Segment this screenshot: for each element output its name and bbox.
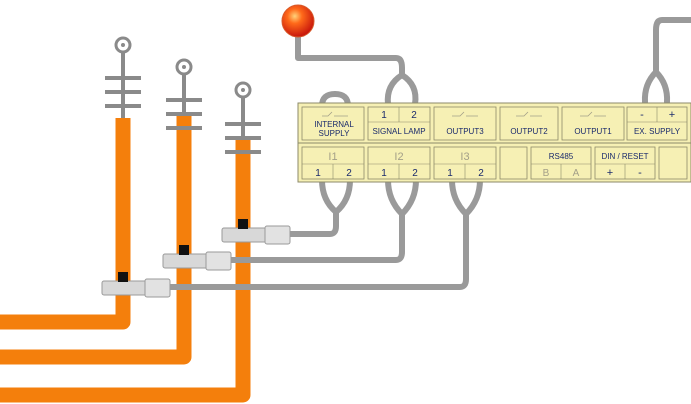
ex-supply-terminal: - + EX. SUPPLY [626,106,688,141]
i2-terminal: I2 1 2 [367,146,431,180]
ex-supply-wire [653,17,691,75]
i3-pin-1: 1 [447,168,453,179]
i2-label: I2 [394,151,403,163]
din-reset-terminal: DIN / RESET + - [594,146,656,180]
wire-i3 [167,211,469,290]
cable-2 [0,112,192,365]
internal-supply-label-1: INTERNAL [314,120,354,129]
blank-terminal-2 [658,146,688,180]
rs485-terminal: RS485 B A [530,146,592,180]
output1-label: OUTPUT1 [574,127,612,136]
blank-terminal-1 [499,146,528,180]
ex-supply-pin-plus: + [669,109,675,121]
sensor-2 [162,245,232,271]
signal-lamp-label: SIGNAL LAMP [372,127,425,136]
din-reset-label: DIN / RESET [601,152,648,161]
din-reset-pin-plus: + [607,167,613,179]
wire-i1 [285,209,339,237]
i2-pin-1: 1 [381,168,387,179]
rs485-label: RS485 [549,152,574,161]
i3-pin-2: 2 [478,168,484,179]
i1-pin-1: 1 [315,168,321,179]
din-reset-pin-minus: - [638,167,642,179]
i2-pin-2: 2 [412,168,418,179]
rs485-pin-a: A [573,168,580,179]
output3-label: OUTPUT3 [446,127,484,136]
output3-terminal: OUTPUT3 [433,106,497,141]
sensor-1 [101,272,171,298]
signal-lamp [281,4,315,38]
bushing-2 [166,58,202,130]
i1-terminal: I1 1 2 [301,146,365,180]
signal-lamp-pin-2: 2 [411,110,417,121]
internal-supply-label-2: SUPPLY [319,129,351,138]
signal-lamp-pin-1: 1 [381,110,387,121]
i3-label: I3 [460,151,469,163]
rs485-pin-b: B [543,168,550,179]
bushing-1 [105,36,141,118]
internal-supply-loop [319,91,351,109]
ex-supply-pin-minus: - [640,109,644,121]
output1-terminal: OUTPUT1 [561,106,625,141]
bushing-3 [225,81,261,154]
wires [167,17,691,290]
output2-label: OUTPUT2 [510,127,548,136]
wire-i2 [227,211,405,263]
terminal-block: INTERNAL SUPPLY 1 2 SIGNAL LAMP OUTPUT3 … [297,102,691,183]
i3-terminal: I3 1 2 [433,146,497,180]
output2-terminal: OUTPUT2 [499,106,559,141]
i1-pin-2: 2 [346,168,352,179]
sensor-3 [221,219,291,245]
ex-supply-label: EX. SUPPLY [634,127,681,136]
signal-lamp-terminal: 1 2 SIGNAL LAMP [367,106,431,141]
lamp-wire [295,23,405,78]
cable-1 [0,118,131,330]
internal-supply-terminal: INTERNAL SUPPLY [301,106,365,141]
i1-label: I1 [328,151,337,163]
